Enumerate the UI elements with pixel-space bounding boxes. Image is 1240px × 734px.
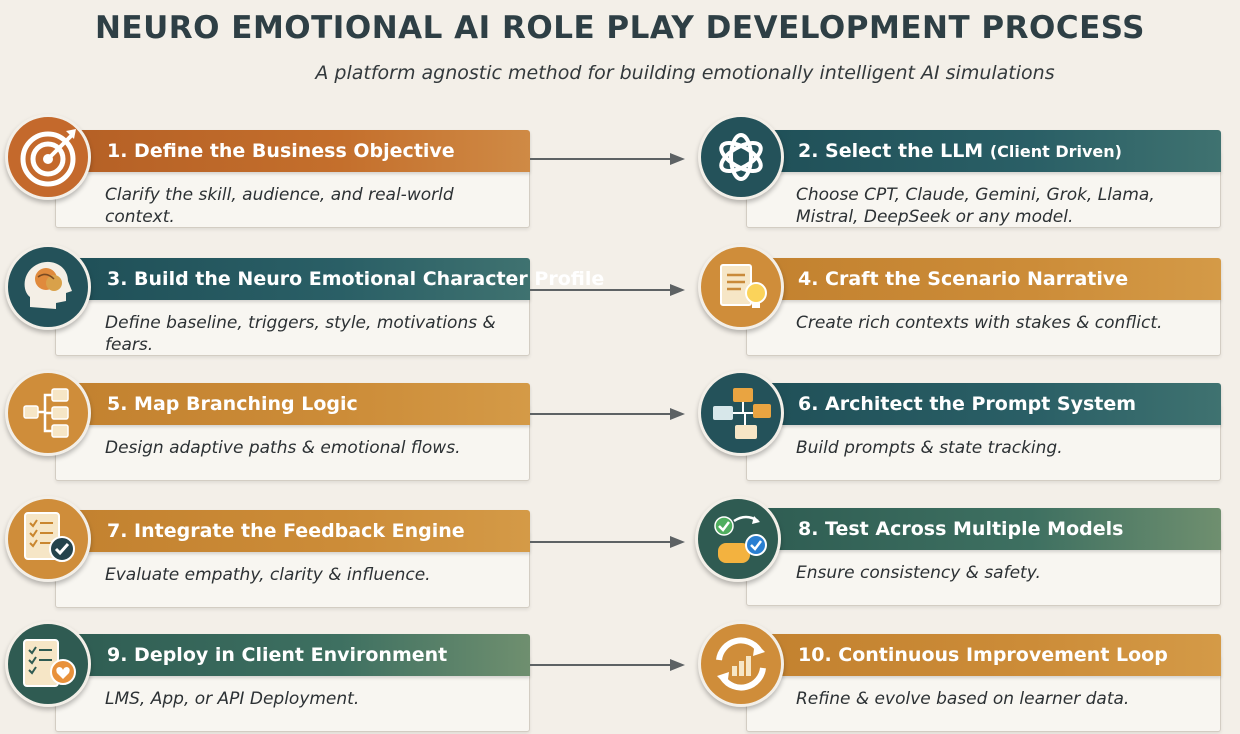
cycle-chart-icon xyxy=(698,621,784,707)
step-header-band xyxy=(55,258,530,300)
prompt-boxes-icon xyxy=(698,370,784,456)
target-icon xyxy=(5,114,91,200)
step-card-2: 2. Select the LLM (Client Driven) Choose… xyxy=(746,130,1221,228)
step-header-band xyxy=(55,130,530,172)
step-heading: 3. Build the Neuro Emotional Character P… xyxy=(107,268,605,290)
step-description: Evaluate empathy, clarity & influence. xyxy=(105,565,431,585)
step-description: LMS, App, or API Deployment. xyxy=(105,689,360,709)
page-title: NEURO EMOTIONAL AI ROLE PLAY DEVELOPMENT… xyxy=(94,10,1146,46)
step-header-band xyxy=(746,130,1221,172)
flow-arrow xyxy=(530,658,686,672)
step-heading-text: 2. Select the LLM xyxy=(798,140,984,162)
step-description: Ensure consistency & safety. xyxy=(796,563,1041,583)
step-heading: 10. Continuous Improvement Loop xyxy=(798,644,1168,666)
document-lightbulb-icon xyxy=(698,244,784,330)
step-heading: 7. Integrate the Feedback Engine xyxy=(107,520,465,542)
step-description: Clarify the skill, audience, and real-wo… xyxy=(105,185,454,227)
step-card-9: 9. Deploy in Client Environment LMS, App… xyxy=(55,634,530,732)
step-card-8: 8. Test Across Multiple Models Ensure co… xyxy=(746,508,1221,606)
step-header-band xyxy=(746,258,1221,300)
step-heading: 8. Test Across Multiple Models xyxy=(798,518,1124,540)
step-heading-suffix: (Client Driven) xyxy=(989,142,1122,161)
step-card-3: 3. Build the Neuro Emotional Character P… xyxy=(55,258,604,356)
brain-head-icon xyxy=(5,244,91,330)
step-header-band xyxy=(55,634,530,676)
step-header-band xyxy=(55,383,530,425)
flow-arrow xyxy=(530,152,686,166)
step-heading: 1. Define the Business Objective xyxy=(107,140,455,162)
step-card-1: 1. Define the Business Objective Clarify… xyxy=(55,130,530,228)
multi-model-check-icon xyxy=(695,496,781,582)
step-header-band xyxy=(746,634,1221,676)
step-description: Create rich contexts with stakes & confl… xyxy=(796,313,1163,333)
step-card-10: 10. Continuous Improvement Loop Refine &… xyxy=(746,634,1221,732)
page-subtitle: A platform agnostic method for building … xyxy=(315,62,1055,84)
checklist-badge-icon xyxy=(5,496,91,582)
step-description: Choose CPT, Claude, Gemini, Grok, Llama,… xyxy=(796,185,1155,227)
llm-knot-icon xyxy=(698,114,784,200)
step-card-7: 7. Integrate the Feedback Engine Evaluat… xyxy=(55,510,530,608)
step-heading: 5. Map Branching Logic xyxy=(107,393,358,415)
step-card-6: 6. Architect the Prompt System Build pro… xyxy=(746,383,1221,481)
flow-arrow xyxy=(530,407,686,421)
step-header-band xyxy=(746,383,1221,425)
flow-arrow xyxy=(530,283,686,297)
step-card-4: 4. Craft the Scenario Narrative Create r… xyxy=(746,258,1221,356)
step-heading: 9. Deploy in Client Environment xyxy=(107,644,448,666)
flowchart-icon xyxy=(5,370,91,456)
flow-arrow xyxy=(530,535,686,549)
checklist-heart-icon xyxy=(5,621,91,707)
step-heading: 6. Architect the Prompt System xyxy=(798,393,1137,415)
step-description: Define baseline, triggers, style, motiva… xyxy=(105,313,496,355)
step-header-band xyxy=(746,508,1221,550)
step-description: Refine & evolve based on learner data. xyxy=(796,689,1130,709)
step-description: Design adaptive paths & emotional flows. xyxy=(105,438,461,458)
step-heading: 4. Craft the Scenario Narrative xyxy=(798,268,1129,290)
step-description: Build prompts & state tracking. xyxy=(796,438,1063,458)
step-heading: 2. Select the LLM (Client Driven) xyxy=(798,130,1122,172)
step-header-band xyxy=(55,510,530,552)
step-card-5: 5. Map Branching Logic Design adaptive p… xyxy=(55,383,530,481)
